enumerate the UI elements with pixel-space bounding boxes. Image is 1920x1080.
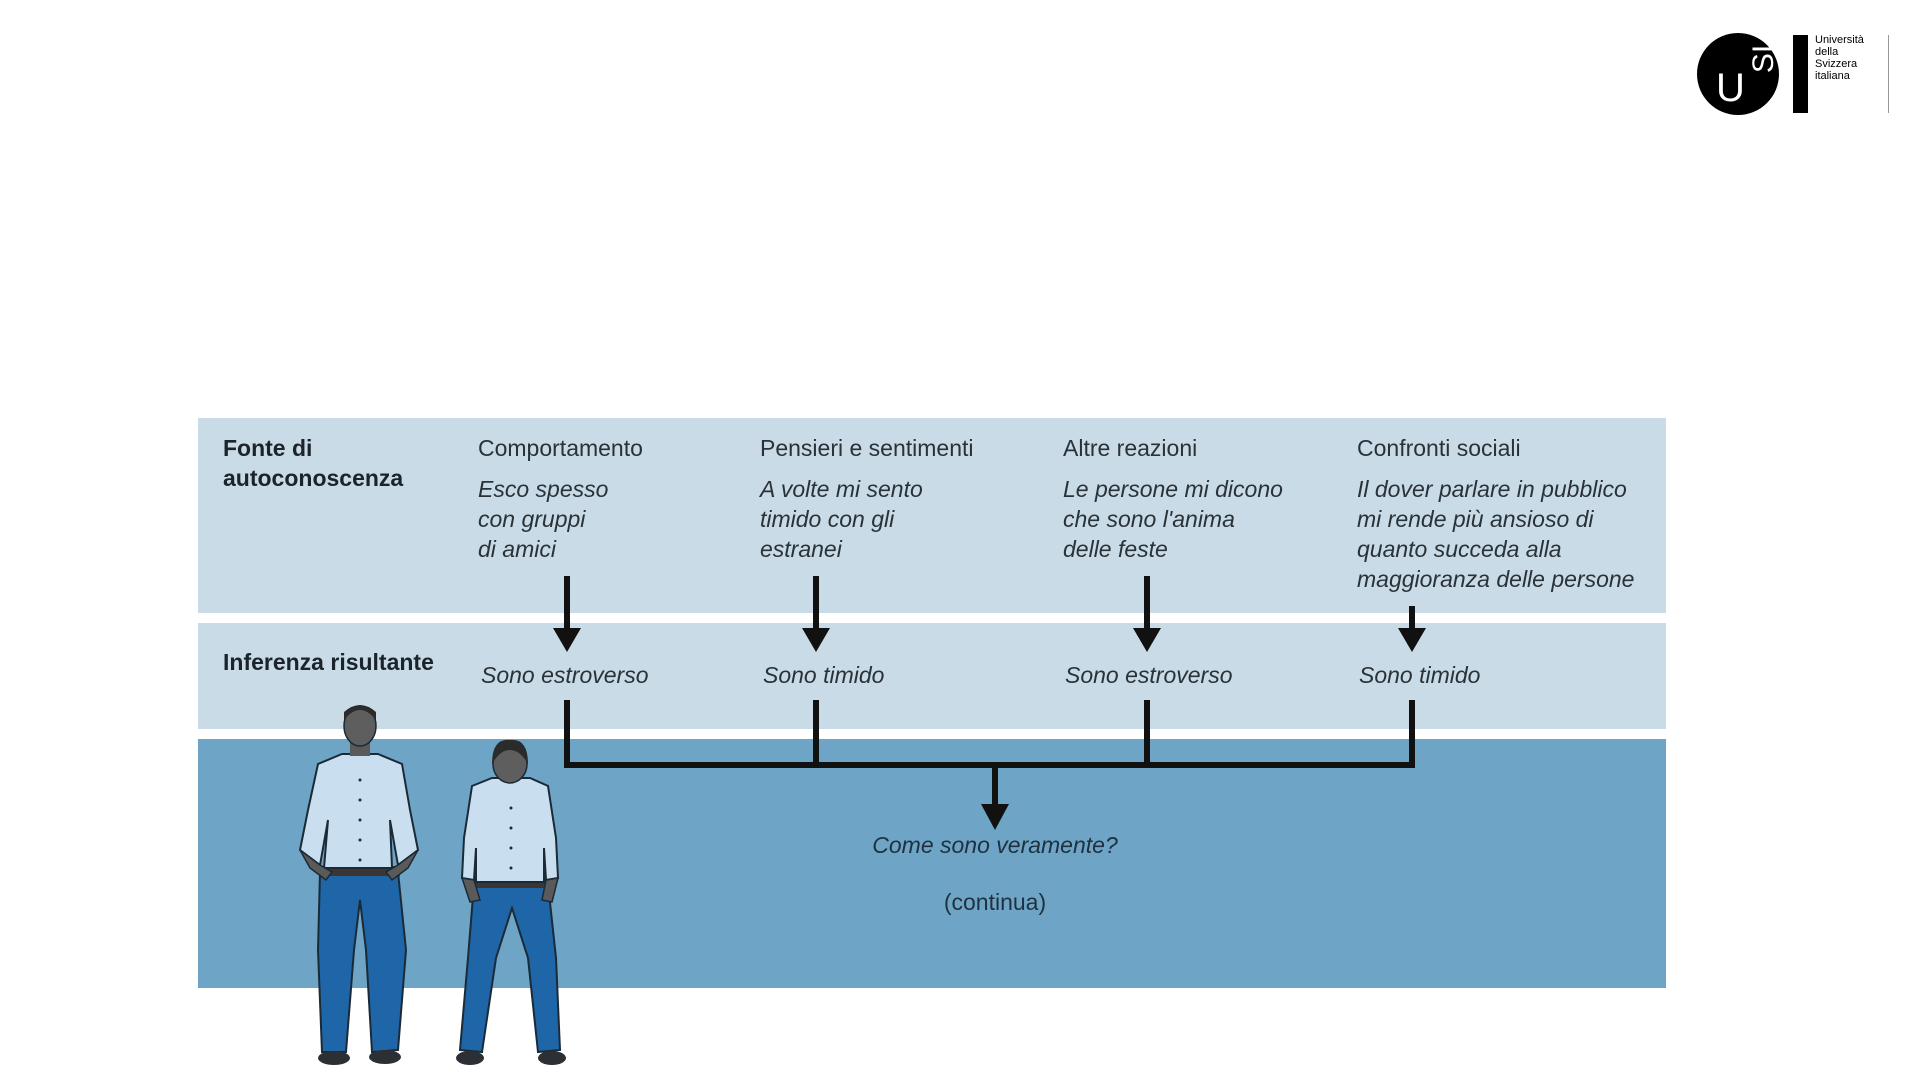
inference-row-label: Inferenza risultante	[223, 649, 434, 675]
person-confident-figure	[298, 705, 420, 1065]
logo-text: Università della Svizzera italiana	[1815, 34, 1885, 82]
logo-line: Svizzera	[1815, 58, 1858, 70]
source-row-label-line: Fonte di	[223, 435, 313, 461]
outcome-panel	[198, 739, 1666, 988]
inference-thoughts: Sono timido	[763, 662, 885, 688]
logo-mark-u: U	[1716, 66, 1745, 110]
logo-circle-icon	[1697, 33, 1779, 115]
column-heading-social: Confronti sociali	[1357, 435, 1521, 461]
logo-bar	[1793, 35, 1808, 113]
logo-line: Università	[1815, 34, 1864, 46]
column-heading-reactions: Altre reazioni	[1063, 435, 1198, 461]
column-example-reactions: Le persone mi dicono che sono l'anima de…	[1063, 476, 1283, 562]
inference-social: Sono timido	[1359, 662, 1481, 688]
column-example-behavior: Esco spesso con gruppi di amici	[478, 476, 609, 562]
central-question: Come sono veramente?	[872, 832, 1118, 858]
inference-reactions: Sono estroverso	[1065, 662, 1233, 688]
column-example-thoughts: A volte mi sento timido con gli estranei	[760, 476, 923, 562]
source-row-label: Fonte di autoconoscenza	[223, 433, 403, 493]
logo-line: della	[1815, 46, 1839, 58]
logo-line: italiana	[1815, 70, 1850, 82]
continuation-label: (continua)	[943, 889, 1047, 915]
source-panel	[198, 418, 1666, 613]
column-heading-behavior: Comportamento	[478, 435, 643, 461]
logo-mark-si: SI	[1747, 44, 1781, 74]
inference-behavior: Sono estroverso	[481, 662, 649, 688]
source-row-label-line: autoconoscenza	[223, 465, 404, 491]
logo-divider	[1888, 35, 1889, 113]
person-shy-figure	[456, 739, 566, 1065]
column-example-social: Il dover parlare in pubblico mi rende pi…	[1357, 476, 1635, 592]
column-heading-thoughts: Pensieri e sentimenti	[760, 435, 974, 461]
